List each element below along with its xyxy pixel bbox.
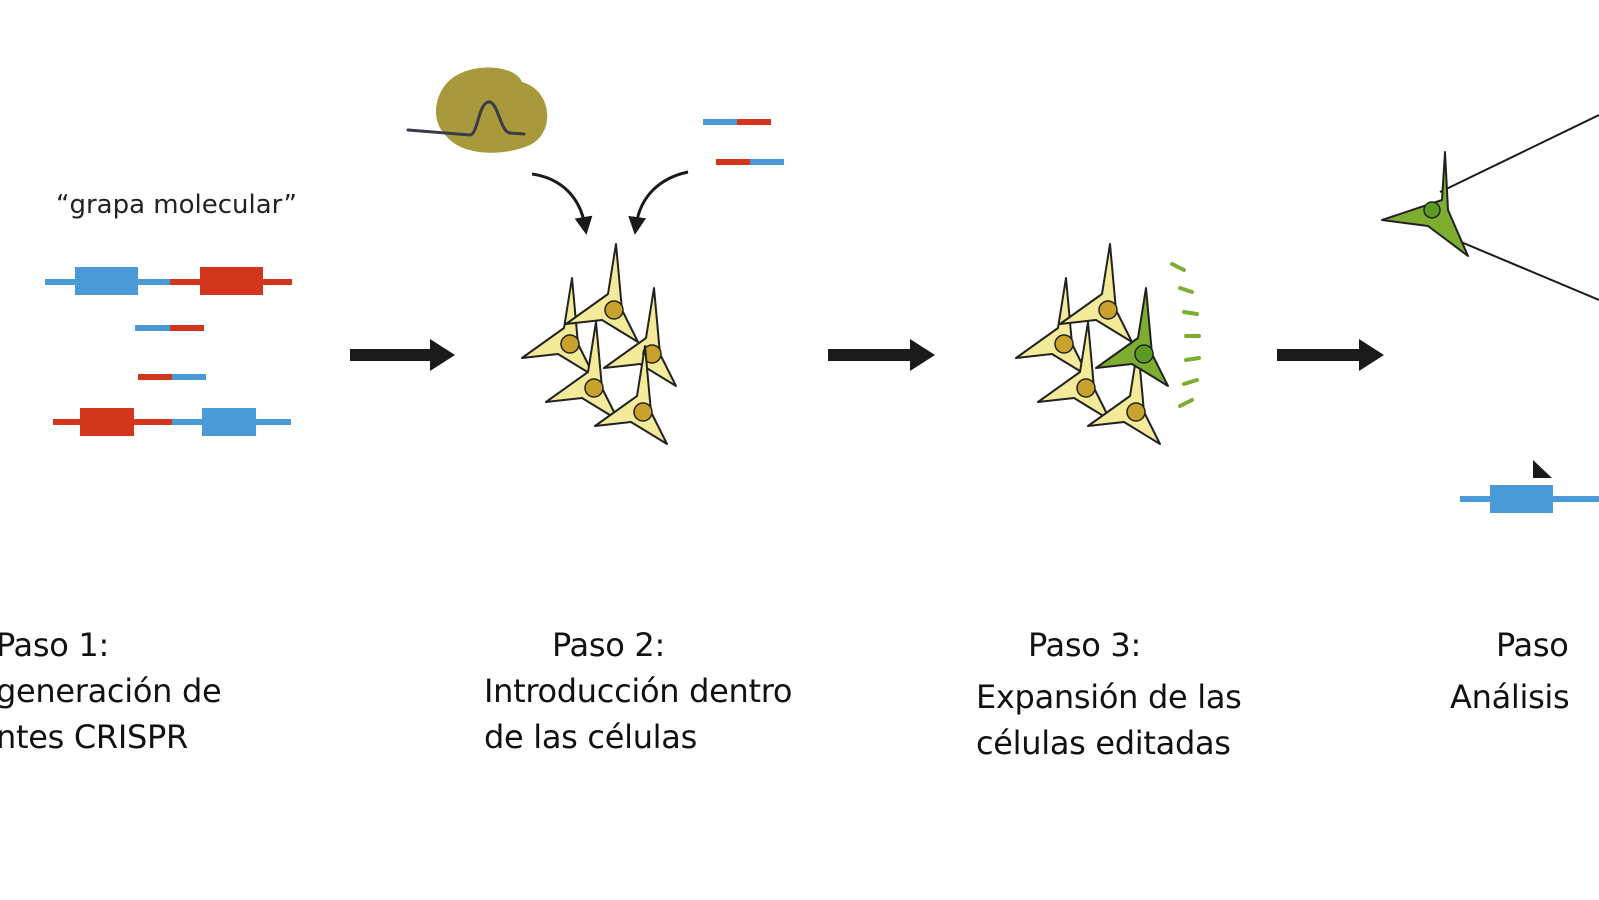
step-2-caption: Paso 2: Introducción dentro de las célul… bbox=[484, 622, 792, 760]
step-3-line2: células editadas bbox=[976, 724, 1231, 762]
step-1-caption: Paso 1: generación de ntes CRISPR bbox=[0, 622, 222, 760]
cas9-protein-icon bbox=[406, 67, 548, 153]
primer-marker-icon bbox=[1533, 460, 1552, 478]
process-arrow-3 bbox=[1277, 339, 1384, 371]
step-2-line1: Introducción dentro bbox=[484, 672, 793, 710]
process-arrow-1 bbox=[350, 339, 455, 371]
step-1-title: Paso 1: bbox=[0, 626, 109, 664]
step-4-caption: Paso Análisis bbox=[1450, 622, 1570, 720]
cell-cluster-step2 bbox=[521, 243, 677, 445]
step-2-title: Paso 2: bbox=[552, 626, 665, 664]
curved-arrow-left bbox=[531, 172, 593, 235]
step-2-line2: de las células bbox=[484, 718, 697, 756]
step-3-line1: Expansión de las bbox=[976, 678, 1242, 716]
step-4-title: Paso bbox=[1496, 626, 1569, 664]
step-4-line1: Análisis bbox=[1450, 678, 1570, 716]
analysis-cell bbox=[1381, 114, 1599, 301]
dna-construct-top bbox=[45, 267, 292, 295]
analysis-dna-construct bbox=[1460, 460, 1599, 513]
fluorescence-glow bbox=[1170, 262, 1201, 408]
dna-construct-bottom bbox=[53, 408, 291, 436]
step-1-line2: ntes CRISPR bbox=[0, 718, 188, 756]
cell-cluster-step3 bbox=[1015, 243, 1169, 445]
step-3-title: Paso 3: bbox=[1028, 626, 1141, 664]
guide-rna-pair-icon bbox=[703, 119, 784, 165]
step-1-line1: generación de bbox=[0, 672, 222, 710]
step-3-caption: Paso 3: Expansión de las células editada… bbox=[976, 622, 1242, 766]
process-arrow-2 bbox=[828, 339, 935, 371]
curved-arrow-right bbox=[628, 170, 689, 235]
molecular-clamp-label: “grapa molecular” bbox=[56, 190, 297, 220]
dna-constructs bbox=[45, 267, 292, 436]
